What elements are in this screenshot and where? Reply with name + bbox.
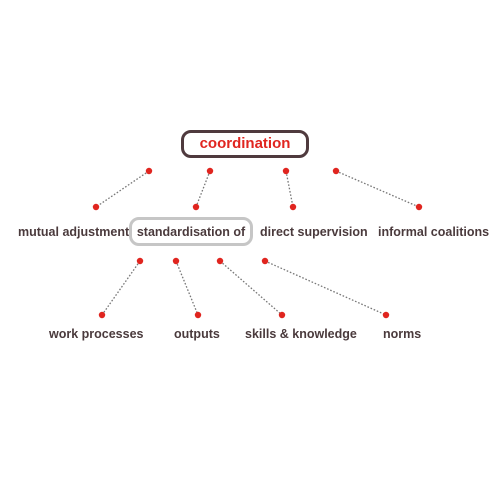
dot-norms [382,311,390,319]
node-standardisation-of: standardisation of [129,217,253,246]
dot-root-standardisation [206,167,214,175]
dot-root-mutual [145,167,153,175]
dot-root-direct [282,167,290,175]
dot-informal-coalitions [415,203,423,211]
node-work-processes: work processes [49,327,144,341]
dot-work-processes [98,311,106,319]
node-skills-knowledge: skills & knowledge [245,327,357,341]
connector-mutual-adjustment [95,170,150,208]
root-node-label: coordination [199,135,291,152]
dot-root-informal [332,167,340,175]
dot-std-work [136,257,144,265]
dot-mutual-adjustment [92,203,100,211]
node-standardisation-of-label: standardisation of [136,224,246,239]
dot-direct-supervision [289,203,297,211]
dot-outputs [194,311,202,319]
connector-standardisation-of [195,170,211,208]
connector-informal-coalitions [335,170,420,208]
node-mutual-adjustment: mutual adjustment [18,225,130,239]
connector-direct-supervision [285,170,294,208]
node-informal-coalitions: informal coalitions [378,225,490,239]
connector-skills-knowledge [219,260,283,316]
dot-std-outputs [172,257,180,265]
connector-outputs [175,260,199,316]
connector-work-processes [101,260,141,316]
connector-norms [264,260,387,316]
dot-std-norms [261,257,269,265]
node-norms: norms [383,327,422,341]
root-node: coordination [181,130,309,158]
dot-skills-knowledge [278,311,286,319]
dot-std-skills [216,257,224,265]
dot-standardisation-of [192,203,200,211]
node-direct-supervision: direct supervision [260,225,368,239]
node-outputs: outputs [174,327,220,341]
